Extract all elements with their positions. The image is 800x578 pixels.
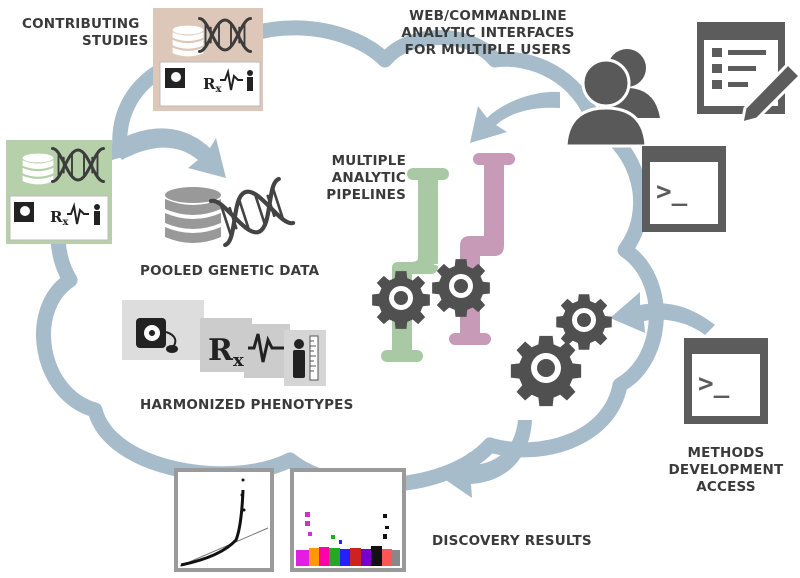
- form-edit-icon: [697, 22, 800, 126]
- pooled-genetic-data-label: POOLED GENETIC DATA: [140, 263, 320, 279]
- arrow-users-in: [470, 91, 560, 143]
- terminal-icon: >_: [642, 146, 726, 232]
- discovery-results-label: DISCOVERY RESULTS: [432, 533, 592, 549]
- pooled-dna-helix-icon: [211, 179, 293, 245]
- gear-icon-3: [556, 294, 612, 350]
- harmonized-phenotypes-label: HARMONIZED PHENOTYPES: [140, 397, 354, 413]
- gear-icon-2: [432, 259, 490, 317]
- qq-plot-icon: [174, 468, 274, 572]
- gear-icon-4: [510, 335, 582, 407]
- manhattan-plot-icon: [290, 468, 406, 572]
- gear-icon-1: [372, 271, 430, 329]
- harmonized-phenotype-cards: Rx: [122, 300, 326, 386]
- terminal-icon-methods: >_: [684, 338, 768, 424]
- terminal-prompt: >_: [698, 369, 730, 399]
- arrow-studies-in: [110, 128, 226, 178]
- pooled-database-icon: [165, 187, 221, 243]
- study-card-green: Rx: [6, 140, 112, 244]
- arrow-methods-in: [610, 292, 715, 335]
- interfaces-label: WEB/COMMANDLINE ANALYTIC INTERFACES FOR …: [401, 8, 575, 58]
- pipelines-label: MULTIPLE ANALYTIC PIPELINES: [326, 153, 406, 203]
- users-icon: [564, 49, 660, 148]
- terminal-prompt: >_: [656, 177, 688, 207]
- arrow-results-out: [440, 420, 532, 498]
- contributing-studies-label: CONTRIBUTING STUDIES: [22, 16, 149, 49]
- pipeline-pink: [449, 153, 515, 345]
- methods-development-access-label: METHODS DEVELOPMENT ACCESS: [668, 445, 784, 495]
- study-card-tan: Rx: [153, 8, 263, 111]
- cloud-outline: [36, 20, 664, 493]
